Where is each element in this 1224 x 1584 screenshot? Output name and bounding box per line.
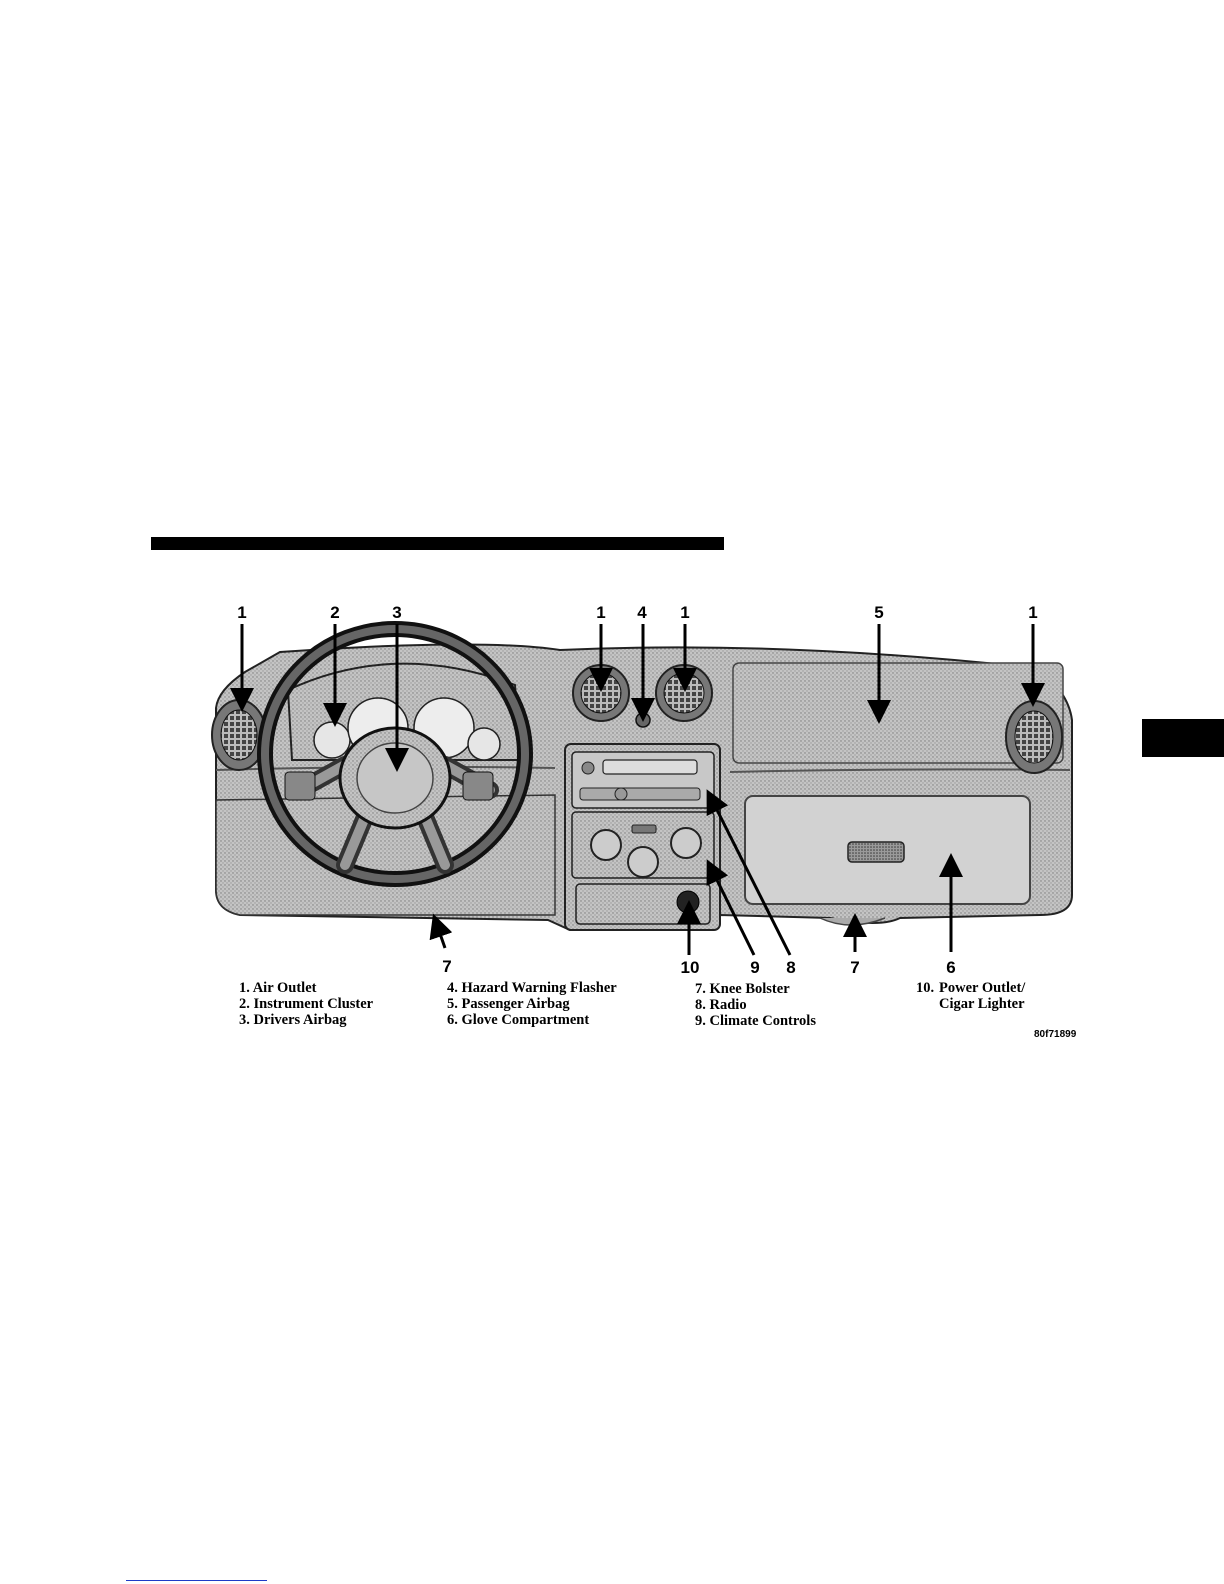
callout-number: 4	[622, 604, 662, 622]
legend-item: 3. Drivers Airbag	[239, 1012, 373, 1028]
legend-item-number: 10.	[916, 980, 934, 996]
legend-item: 7. Knee Bolster	[695, 981, 816, 997]
callout-number: 7	[427, 958, 467, 976]
callout-number: 1	[665, 604, 705, 622]
callout-number: 8	[771, 959, 811, 977]
hazard-button-icon	[636, 713, 650, 727]
legend-item: 2. Instrument Cluster	[239, 996, 373, 1012]
legend-column-2: 4. Hazard Warning Flasher 5. Passenger A…	[447, 980, 617, 1028]
callout-number: 5	[859, 604, 899, 622]
glove-latch	[848, 842, 904, 862]
legend-item: 1. Air Outlet	[239, 980, 373, 996]
right-side-vent-icon	[1006, 701, 1062, 773]
legend-item: Power Outlet/	[939, 980, 1025, 996]
legend-item: 5. Passenger Airbag	[447, 996, 617, 1012]
callout-number: 3	[377, 604, 417, 622]
legend-column-1: 1. Air Outlet 2. Instrument Cluster 3. D…	[239, 980, 373, 1028]
callout-number: 7	[835, 959, 875, 977]
callout-number: 9	[735, 959, 775, 977]
legend-item: 9. Climate Controls	[695, 1013, 816, 1029]
legend-item: 4. Hazard Warning Flasher	[447, 980, 617, 996]
figure-id: 80f71899	[1034, 1029, 1076, 1040]
callout-number: 1	[1013, 604, 1053, 622]
footer-link-underline[interactable]	[126, 1580, 267, 1581]
callout-number: 2	[315, 604, 355, 622]
legend-item: 6. Glove Compartment	[447, 1012, 617, 1028]
power-outlet-icon	[677, 891, 699, 913]
callout-number: 1	[222, 604, 262, 622]
callout-number: 1	[581, 604, 621, 622]
callout-number: 6	[931, 959, 971, 977]
legend-column-4: Power Outlet/ Cigar Lighter	[939, 980, 1025, 1012]
legend-item: 8. Radio	[695, 997, 816, 1013]
callout-number: 10	[670, 959, 710, 977]
legend-item: Cigar Lighter	[939, 996, 1025, 1012]
legend-column-3: 7. Knee Bolster 8. Radio 9. Climate Cont…	[695, 981, 816, 1029]
